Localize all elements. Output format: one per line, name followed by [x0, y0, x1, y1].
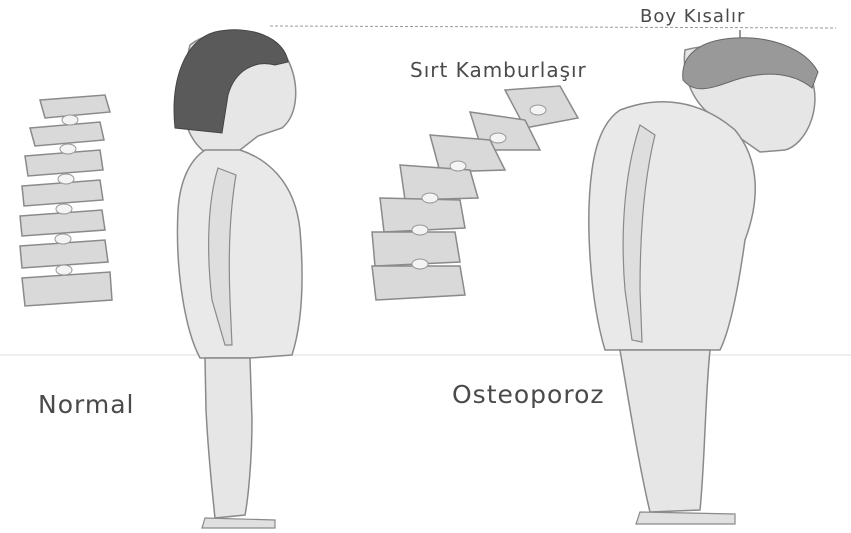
osteoporosis-spine: [372, 86, 578, 300]
normal-figure: [174, 30, 302, 528]
height-shortens-label: Boy Kısalır: [640, 6, 745, 27]
osteoporosis-label: Osteoporoz: [452, 380, 605, 409]
osteoporosis-figure: [589, 38, 818, 524]
normal-label: Normal: [38, 390, 134, 419]
hunchback-label: Sırt Kamburlaşır: [410, 58, 587, 82]
original-height-line: [270, 26, 836, 28]
